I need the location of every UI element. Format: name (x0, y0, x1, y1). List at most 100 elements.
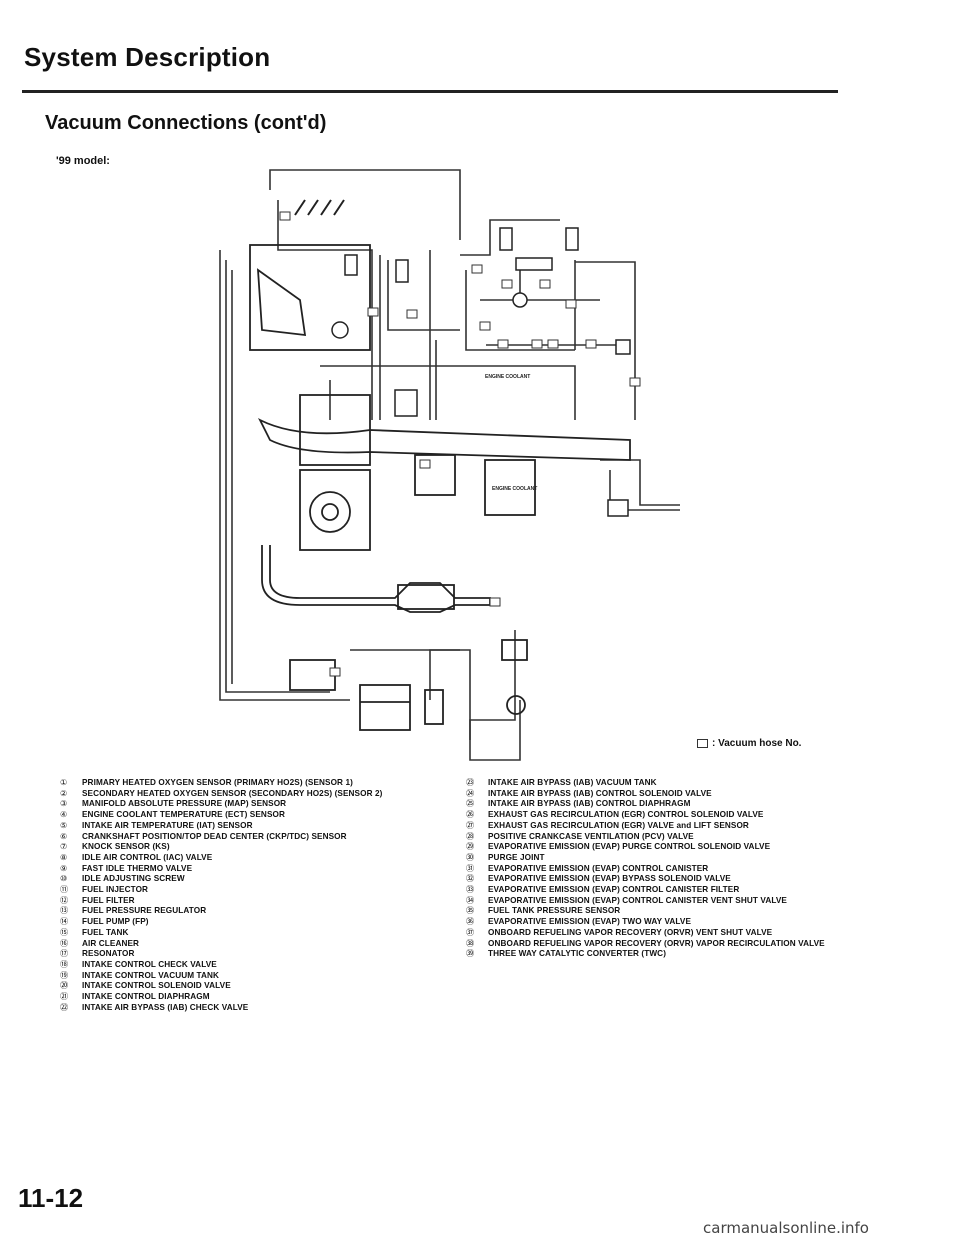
check-valve (512, 292, 528, 308)
hose-number-box (629, 377, 641, 387)
part-number: ⑬ (60, 906, 69, 916)
legend: : Vacuum hose No. (697, 738, 801, 749)
part-number: ⑥ (60, 831, 68, 841)
part-name: FUEL FILTER (82, 895, 135, 905)
section-subtitle: Vacuum Connections (cont'd) (45, 112, 327, 134)
part-name: SECONDARY HEATED OXYGEN SENSOR (SECONDAR… (82, 788, 383, 798)
part-name: INTAKE AIR BYPASS (IAB) CHECK VALVE (82, 1002, 249, 1012)
hose-number-box (471, 264, 483, 274)
intake-tube (257, 417, 631, 461)
part-name: EVAPORATIVE EMISSION (EVAP) CONTROL CANI… (488, 885, 740, 895)
part-name: FUEL INJECTOR (82, 885, 149, 895)
watermark: carmanualsonline.info (703, 1219, 869, 1237)
part-item: ㉙ EVAPORATIVE EMISSION (EVAP) PURGE CONTR… (466, 842, 841, 853)
part-name: EVAPORATIVE EMISSION (EVAP) CONTROL CANI… (488, 863, 709, 873)
part-name: INTAKE AIR BYPASS (IAB) CONTROL SOLENOID… (488, 788, 712, 798)
part-number: ⑯ (60, 938, 69, 948)
page-title: System Description (24, 42, 271, 72)
hose-line (269, 169, 461, 240)
vacuum-hose-box-icon (697, 739, 708, 748)
part-name: THREE WAY CATALYTIC CONVERTER (TWC) (488, 949, 667, 959)
part-name: EVAPORATIVE EMISSION (EVAP) TWO WAY VALV… (488, 917, 692, 927)
part-number: ㉚ (466, 852, 475, 862)
solenoid-valve (395, 259, 409, 283)
crank-pulley (309, 491, 351, 533)
part-name: CRANKSHAFT POSITION/TOP DEAD CENTER (CKP… (82, 831, 347, 841)
part-name: INTAKE CONTROL CHECK VALVE (82, 959, 217, 969)
vacuum-tank (515, 257, 553, 271)
part-number: ④ (60, 810, 68, 820)
part-number: ㉑ (60, 992, 69, 1002)
hose-number-box (419, 459, 431, 469)
part-number: ㉙ (466, 842, 475, 852)
hose-number-box (565, 299, 577, 309)
hose-number-box (501, 279, 513, 289)
part-name: FUEL TANK (82, 927, 129, 937)
part-name: KNOCK SENSOR (KS) (82, 842, 170, 852)
part-number: ⑧ (60, 852, 68, 862)
part-name: EXHAUST GAS RECIRCULATION (EGR) VALVE an… (488, 820, 749, 830)
part-name: IDLE AIR CONTROL (IAC) VALVE (82, 852, 213, 862)
page-number: 11-12 (18, 1183, 84, 1213)
part-name: FUEL PUMP (FP) (82, 917, 149, 927)
hose-number-box (329, 667, 341, 677)
part-item: ⑫ FUEL FILTER (60, 896, 415, 907)
hose-line (460, 219, 560, 256)
part-number: ⑪ (60, 885, 69, 895)
title-rule (22, 90, 838, 93)
part-item: ㉘ POSITIVE CRANKCASE VENTILATION (PCV) VA… (466, 832, 841, 843)
hose-number-box (279, 211, 291, 221)
hose-line (575, 261, 636, 420)
part-number: ㉘ (466, 831, 475, 841)
hose-number-box (547, 339, 559, 349)
part-item: ⑦ KNOCK SENSOR (KS) (60, 842, 415, 853)
part-name: IDLE ADJUSTING SCREW (82, 874, 185, 884)
hose-line (350, 649, 471, 740)
egr-box (484, 459, 536, 516)
part-item: ⑥ CRANKSHAFT POSITION/TOP DEAD CENTER (CK… (60, 832, 415, 843)
check-valve (331, 321, 349, 339)
engine-block (249, 244, 371, 351)
hose-number-box (531, 339, 543, 349)
egr-solenoid (394, 389, 418, 417)
part-number: ⑮ (60, 927, 69, 937)
part-number: ③ (60, 799, 68, 809)
part-number: ㉛ (466, 863, 475, 873)
part-number: ㉓ (466, 778, 475, 787)
canister-filter (424, 689, 444, 725)
part-number: ⑦ (60, 842, 68, 852)
part-name: POSITIVE CRANKCASE VENTILATION (PCV) VAL… (488, 831, 694, 841)
part-name: MANIFOLD ABSOLUTE PRESSURE (MAP) SENSOR (82, 799, 287, 809)
part-number: ㊱ (466, 917, 475, 927)
part-number: ⑫ (60, 895, 69, 905)
part-name: EVAPORATIVE EMISSION (EVAP) PURGE CONTRO… (488, 842, 771, 852)
part-item: ㊱ EVAPORATIVE EMISSION (EVAP) TWO WAY VAL… (466, 917, 841, 928)
part-number: ⑳ (60, 981, 69, 991)
part-number: ⑭ (60, 917, 69, 927)
part-name: FAST IDLE THERMO VALVE (82, 863, 193, 873)
part-number: ⑨ (60, 863, 68, 873)
part-name: FUEL PRESSURE REGULATOR (82, 906, 207, 916)
fuel-tank-sensor (506, 695, 526, 715)
part-number: ⑤ (60, 820, 68, 830)
hose-line (219, 250, 350, 701)
intake-manifold (256, 268, 307, 337)
hose-line (320, 365, 576, 420)
hose-line (465, 270, 575, 351)
part-item: ㉚ PURGE JOINT (466, 853, 841, 864)
legend-text: : Vacuum hose No. (712, 738, 802, 749)
part-number: ⑱ (60, 959, 69, 969)
part-name: PURGE JOINT (488, 852, 545, 862)
